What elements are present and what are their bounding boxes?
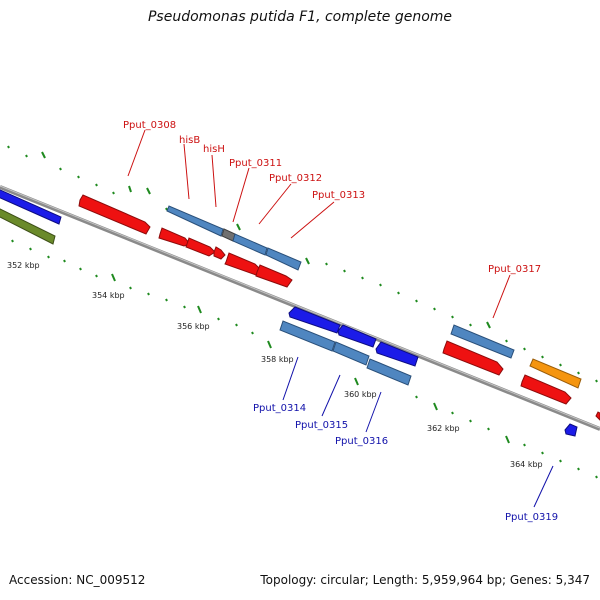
gene-feature-pput-0316-blue[interactable] (375, 341, 419, 367)
gene-label-hish[interactable]: hisH (203, 144, 225, 155)
gene-label-pput-0316[interactable]: Pput_0316 (335, 436, 388, 447)
genome-backbone (0, 185, 600, 431)
gene-feature-pput-0312[interactable] (265, 247, 302, 271)
scale-label-356: 356 kbp (177, 322, 210, 331)
footer-summary: Topology: circular; Length: 5,959,964 bp… (260, 573, 590, 587)
gene-feature-pput-0311[interactable] (232, 233, 268, 256)
gene-feature-red-6[interactable] (442, 340, 504, 376)
scale-labels: 352 kbp 354 kbp 356 kbp 358 kbp 360 kbp … (7, 261, 543, 469)
gene-feature-pput-0315-blue[interactable] (337, 324, 377, 348)
gene-label-pput-0317[interactable]: Pput_0317 (488, 264, 541, 275)
gene-feature-pput-0317[interactable] (450, 324, 515, 359)
map-title: Pseudomonas putida F1, complete genome (147, 9, 453, 25)
gene-feature-red-edge[interactable] (595, 411, 600, 421)
scale-label-364: 364 kbp (510, 460, 543, 469)
gene-label-pput-0308[interactable]: Pput_0308 (123, 120, 176, 131)
scale-label-354: 354 kbp (92, 291, 125, 300)
forward-gene-labels: Pput_0308 hisB hisH Pput_0311 Pput_0312 … (123, 120, 541, 319)
gene-feature-red-3[interactable] (213, 246, 226, 260)
gene-feature-pput-0316[interactable] (366, 358, 412, 386)
gene-label-pput-0315[interactable]: Pput_0315 (295, 420, 348, 431)
gene-feature-red-5[interactable] (255, 264, 293, 288)
gene-feature-red-2[interactable] (185, 237, 216, 257)
scale-label-362: 362 kbp (427, 424, 460, 433)
gene-label-pput-0313[interactable]: Pput_0313 (312, 190, 365, 201)
reverse-features (279, 306, 578, 437)
gene-feature-pput-0308[interactable] (78, 194, 151, 235)
inner-scale-ticks (11, 239, 598, 479)
gene-label-hisb[interactable]: hisB (179, 135, 200, 146)
footer-accession: Accession: NC_009512 (9, 573, 146, 587)
gene-feature-red-4[interactable] (224, 252, 261, 276)
scale-label-360: 360 kbp (344, 390, 377, 399)
gene-label-pput-0311[interactable]: Pput_0311 (229, 158, 282, 169)
gene-label-pput-0314[interactable]: Pput_0314 (253, 403, 306, 414)
scale-label-352: 352 kbp (7, 261, 40, 270)
gene-label-pput-0312[interactable]: Pput_0312 (269, 173, 322, 184)
gene-feature-hisb[interactable] (166, 205, 224, 237)
gene-feature-orange[interactable] (529, 358, 582, 389)
scale-label-358: 358 kbp (261, 355, 294, 364)
gene-feature-pput-0314-blue[interactable] (288, 306, 341, 334)
olive-feature-left[interactable] (0, 208, 56, 245)
genome-backbone-highlight (0, 185, 600, 429)
gene-feature-pput-0315[interactable] (332, 341, 370, 366)
gene-feature-pput-0319[interactable] (564, 423, 578, 437)
reverse-gene-labels: Pput_0314 Pput_0315 Pput_0316 Pput_0319 (253, 356, 558, 523)
gene-feature-red-7[interactable] (520, 374, 572, 405)
gene-feature-red-1[interactable] (158, 227, 191, 247)
gene-label-pput-0319[interactable]: Pput_0319 (505, 512, 558, 523)
blue-feature-left[interactable] (0, 189, 62, 225)
forward-features (0, 189, 600, 421)
gene-feature-pput-0314[interactable] (279, 320, 336, 352)
